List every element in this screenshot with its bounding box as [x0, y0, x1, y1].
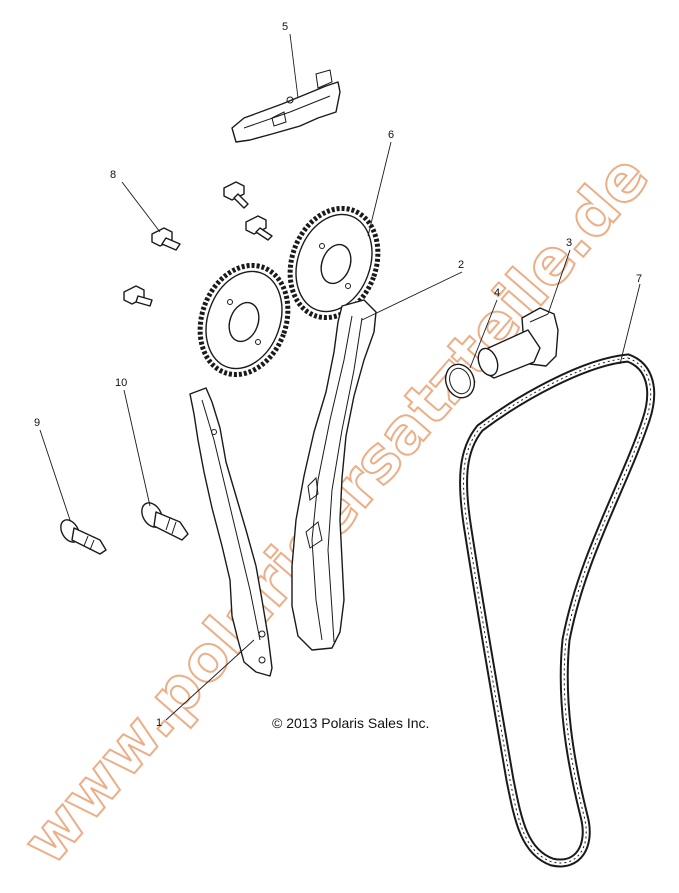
- cam-sprocket-front: [197, 262, 291, 378]
- chain-tensioner: [477, 307, 559, 379]
- callout-4: 4: [494, 287, 500, 299]
- callout-2: 2: [458, 259, 464, 271]
- upper-chain-guide: [231, 69, 341, 143]
- callout-9: 9: [34, 417, 40, 429]
- pivot-bolt-10: [141, 502, 189, 541]
- o-ring: [444, 363, 476, 399]
- bolt-8a: [223, 181, 249, 209]
- callout-7: 7: [636, 273, 642, 285]
- pivot-bolt-9: [60, 519, 107, 555]
- bolt-8d: [123, 285, 153, 307]
- copyright-text: © 2013 Polaris Sales Inc.: [272, 715, 429, 731]
- callout-8: 8: [110, 169, 116, 181]
- cam-chain: [459, 353, 656, 868]
- callout-5: 5: [282, 21, 288, 33]
- bolt-8b: [245, 215, 273, 241]
- chain-guide-left: [189, 387, 273, 677]
- callout-6: 6: [388, 129, 394, 141]
- callout-1: 1: [156, 717, 162, 729]
- callout-3: 3: [566, 237, 572, 249]
- callout-10: 10: [115, 377, 127, 389]
- cam-sprocket-rear: [287, 205, 381, 321]
- tensioner-blade: [291, 299, 377, 651]
- leader-lines: [39, 33, 641, 721]
- bolt-8c: [151, 227, 181, 251]
